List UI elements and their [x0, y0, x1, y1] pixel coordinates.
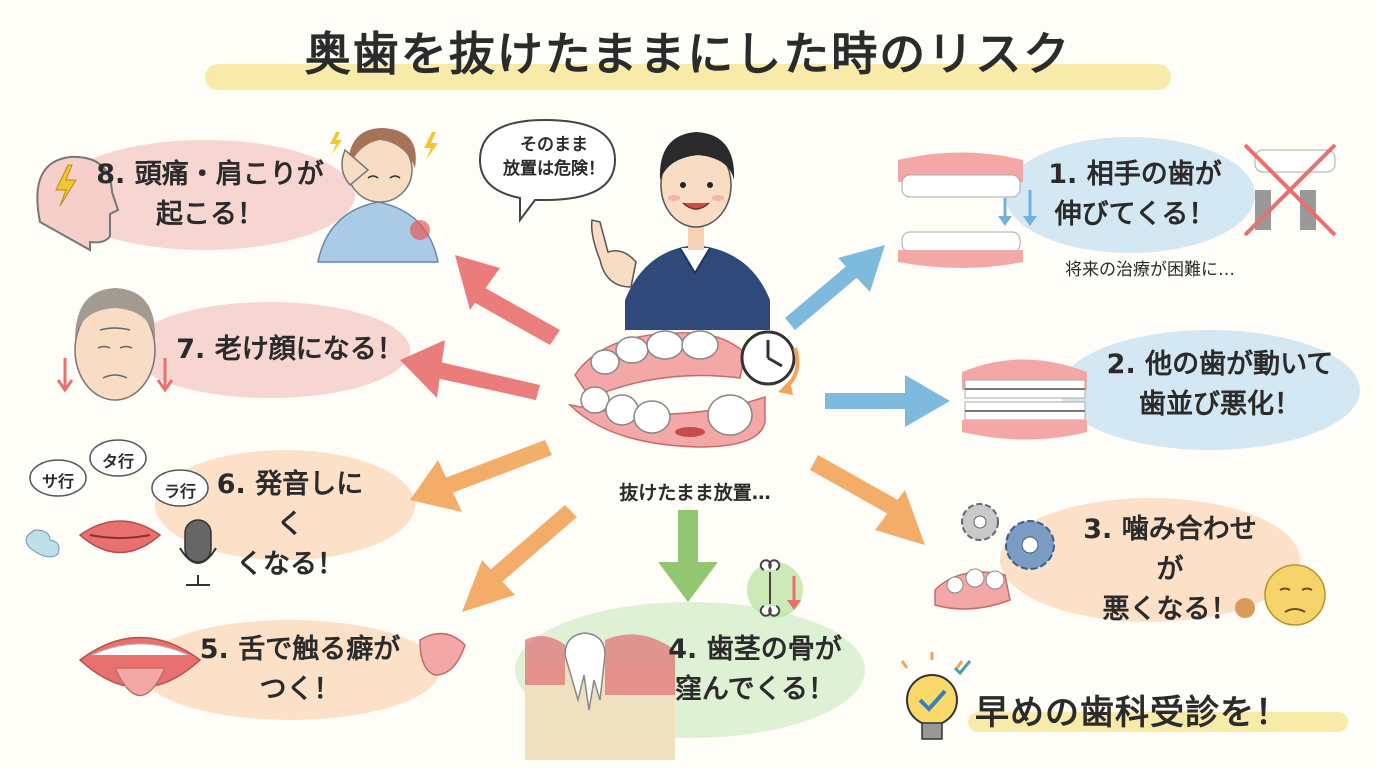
page-title: 奥歯を抜けたままにした時のリスク [304, 27, 1072, 81]
arrow-to-risk-1 [785, 245, 885, 330]
risk-2-label: 2. 他の歯が動いて 歯並び悪化！ [1090, 345, 1350, 425]
tooth-bone-illustration [525, 632, 675, 760]
risk-2-line-1: 2. 他の歯が動いて [1106, 349, 1334, 380]
head-lightning-icon [36, 155, 120, 252]
risk-1-note: 将来の治療が困難に… [1065, 260, 1235, 280]
risk-8-line-2: 起こる！ [156, 199, 264, 230]
blob-risk-1 [1005, 137, 1255, 253]
doctor-speech-line-2: 放置は危険！ [503, 159, 605, 179]
risk-4-line-2: 窪んでくる！ [674, 674, 836, 705]
risk-5-line-1: 5. 舌で触る癖が [199, 634, 401, 665]
blob-risk-2 [1060, 330, 1360, 450]
tongue-mouth-illustration [78, 636, 202, 697]
overerupted-teeth-illustration [898, 152, 1037, 268]
cta-highlight [968, 712, 1348, 732]
speech-sa: サ行 [41, 472, 74, 491]
center-caption: 抜けたまま放置… [619, 482, 771, 504]
clock-icon [740, 330, 800, 395]
woman-headache-illustration [317, 128, 439, 263]
lightbulb-icon [900, 652, 964, 740]
risk-5-label: 5. 舌で触る癖が つく！ [180, 630, 420, 710]
speech-bubbles [29, 439, 209, 507]
troubled-face-icon [1235, 564, 1326, 626]
no-implant-icon [1243, 143, 1337, 237]
risk-3-line-2: 悪くなる！ [1102, 594, 1238, 625]
arrow-to-risk-6 [410, 440, 552, 512]
risk-1-line-1: 1. 相手の歯が [1048, 159, 1222, 190]
risk-1-line-2: 伸びてくる！ [1054, 199, 1216, 230]
arrow-to-risk-8 [455, 255, 560, 345]
risk-6-line-1: 6. 発音しにく [216, 469, 364, 540]
blob-risk-7 [130, 302, 410, 398]
arrow-to-risk-5 [462, 505, 577, 612]
blob-risk-6 [155, 450, 415, 560]
doctor-speech-bubble: そのまま 放置は危険！ [492, 133, 616, 181]
microphone-icon [179, 519, 217, 586]
doctor-speech-line-1: そのまま [520, 135, 588, 155]
cta-text: 早めの歯科受診を！ [975, 693, 1290, 733]
down-arrow-icon [787, 576, 801, 610]
title-highlight [205, 64, 1171, 90]
bone-icon [747, 559, 803, 618]
risk-3-label: 3. 噛み合わせが 悪くなる！ [1070, 510, 1270, 630]
arrow-to-risk-2 [825, 375, 950, 427]
speech-ta: タ行 [101, 452, 134, 471]
risk-7-line-1: 7. 老け顔になる！ [176, 334, 404, 365]
doctor-illustration [478, 118, 770, 330]
blob-risk-3 [1000, 498, 1300, 622]
risk-6-line-2: くなる！ [236, 549, 344, 580]
gear-icon [961, 503, 1055, 570]
blob-risk-5 [140, 620, 440, 720]
risk-1-label: 1. 相手の歯が 伸びてくる！ [1035, 155, 1235, 235]
elderly-face-illustration [56, 288, 174, 401]
arrow-to-risk-7 [400, 340, 540, 400]
risk-4-line-1: 4. 歯茎の骨が [668, 634, 842, 665]
tongue-side-illustration [419, 632, 466, 676]
blob-risk-8 [55, 140, 355, 250]
risk-8-label: 8. 頭痛・肩こりが 起こる！ [75, 155, 345, 235]
risk-4-label: 4. 歯茎の骨が 窪んでくる！ [655, 630, 855, 710]
misaligned-jaw-illustration [934, 568, 1011, 610]
risk-arrows [400, 245, 950, 612]
risk-2-line-2: 歯並び悪化！ [1139, 389, 1301, 420]
risk-6-label: 6. 発音しにく くなる！ [210, 465, 370, 585]
risk-5-line-2: つく！ [259, 674, 341, 705]
risk-7-label: 7. 老け顔になる！ [175, 330, 405, 370]
braces-teeth-illustration [962, 359, 1087, 440]
arrow-to-risk-4 [658, 510, 718, 602]
check-icon [953, 660, 972, 676]
lips-illustration [25, 520, 162, 558]
risk-3-line-1: 3. 噛み合わせが [1083, 514, 1257, 585]
missing-tooth-jaw [567, 330, 766, 448]
risk-8-line-1: 8. 頭痛・肩こりが [96, 159, 324, 190]
label-blobs [55, 137, 1360, 738]
arrow-to-risk-3 [810, 455, 925, 545]
speech-ra: ラ行 [163, 482, 196, 501]
